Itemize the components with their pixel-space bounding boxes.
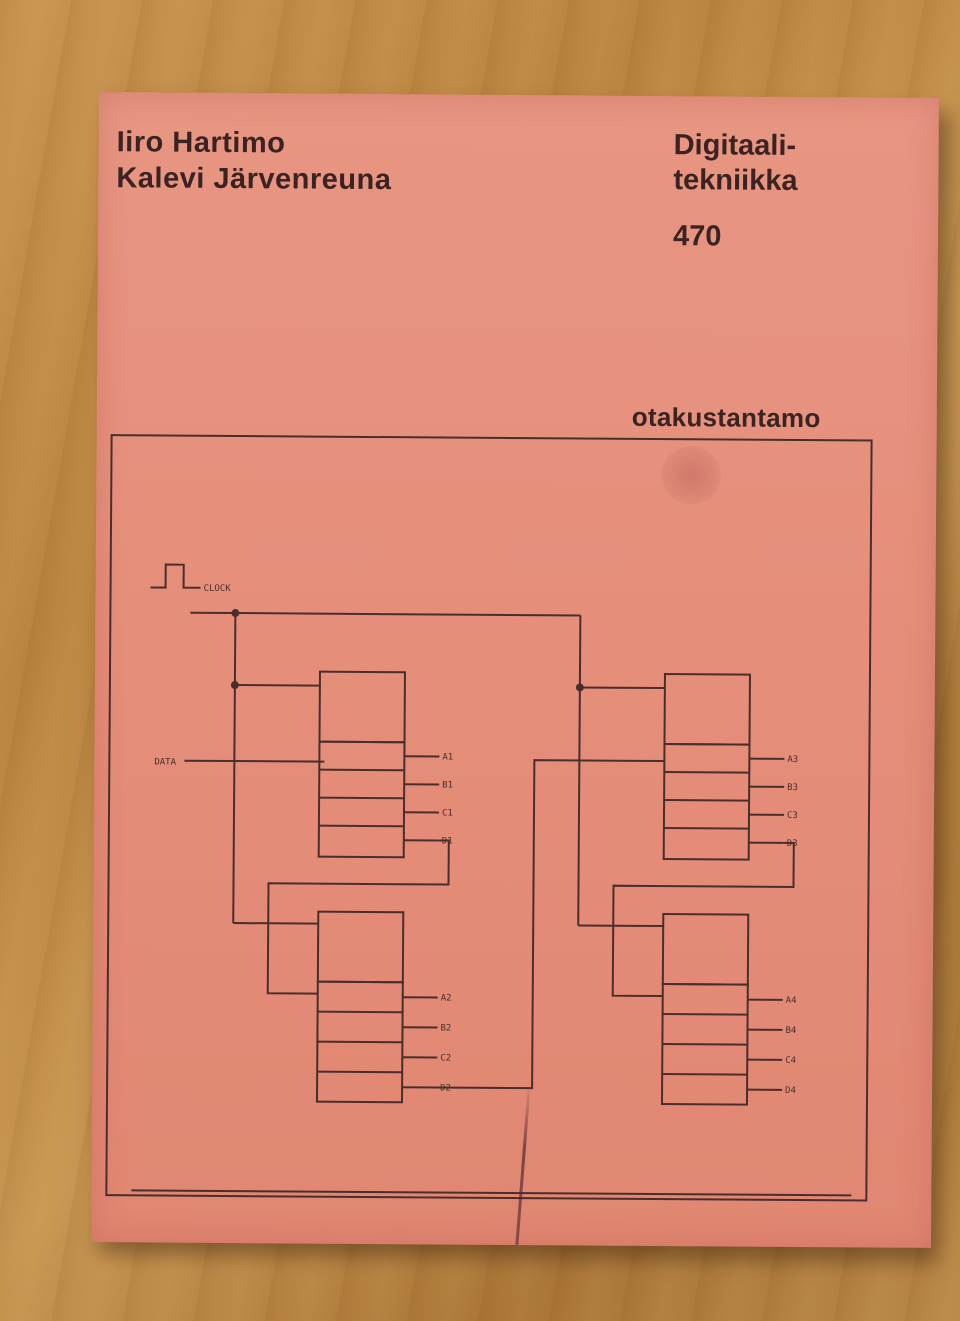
output-a3: A3 — [787, 755, 798, 765]
clock-label: CLOCK — [204, 584, 232, 594]
data-label: DATA — [154, 757, 176, 767]
register-a-control — [318, 670, 406, 744]
output-d4: D4 — [785, 1086, 796, 1096]
output-b3: B3 — [787, 783, 798, 793]
register-c-control — [663, 673, 751, 746]
output-c1: C1 — [442, 808, 453, 818]
output-b1: B1 — [442, 780, 453, 790]
output-d3: D3 — [787, 839, 798, 849]
output-b4: B4 — [785, 1026, 796, 1036]
register-d-control — [661, 913, 750, 986]
output-d2: D2 — [440, 1083, 451, 1093]
book-cover: Iiro Hartimo Kalevi Järvenreuna Digitaal… — [90, 92, 940, 1248]
output-c3: C3 — [787, 811, 798, 821]
output-a4: A4 — [786, 996, 797, 1006]
output-a2: A2 — [441, 993, 452, 1003]
output-c2: C2 — [440, 1053, 451, 1063]
register-a-cells — [317, 740, 406, 859]
output-b2: B2 — [440, 1023, 451, 1033]
register-c-cells — [662, 743, 751, 861]
shift-register-circuit-diagram: CLOCK DATA A1 B1 C1 D1 A2 B2 C2 D2 A3 B3… — [105, 434, 873, 1202]
clock-pulse-symbol — [150, 563, 201, 589]
output-c4: C4 — [785, 1056, 796, 1066]
register-b-control — [316, 910, 405, 984]
diagram-frame — [105, 434, 873, 1202]
output-d1: D1 — [442, 836, 453, 846]
output-a1: A1 — [442, 752, 453, 762]
